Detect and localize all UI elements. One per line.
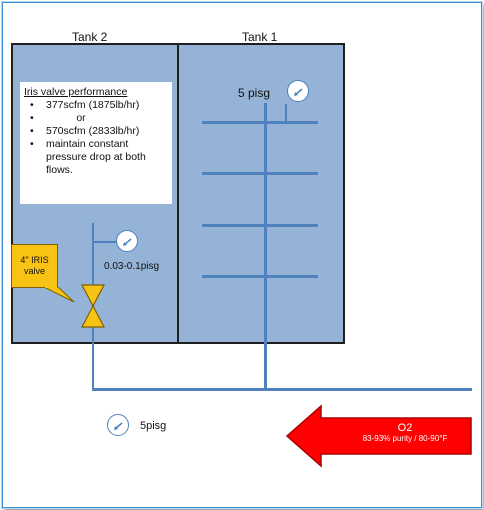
distributor-branch-1 <box>202 121 318 124</box>
tank2-gauge-tap <box>92 241 117 243</box>
tank1-pressure-label: 5 pisg <box>238 86 271 100</box>
performance-heading: Iris valve performance <box>24 86 128 98</box>
distributor-branch-4 <box>202 275 318 278</box>
performance-item: 570scfm (2833lb/hr) <box>24 125 168 138</box>
butterfly-valve-icon <box>81 284 105 328</box>
tank2-pressure-label: 0.03-0.1pisg <box>104 261 160 272</box>
callout-pointer <box>43 287 75 303</box>
pressure-gauge-icon <box>116 230 138 252</box>
callout-line2: valve <box>23 266 45 276</box>
pressure-gauge-icon <box>287 80 309 102</box>
tank1-label: Tank 1 <box>242 30 278 44</box>
performance-or: or <box>24 112 168 125</box>
distributor-branch-2 <box>202 172 318 175</box>
header-to-tank1-pipe <box>264 344 267 390</box>
o2-inlet-arrow <box>285 404 472 468</box>
o2-arrow-text: O2 83-93% purity / 80-90°F <box>325 422 484 443</box>
performance-item: 377scfm (1875lb/hr) <box>24 99 168 112</box>
tank1-gauge-tap <box>285 104 287 122</box>
performance-or-text: or <box>76 112 86 124</box>
valve-performance-box: Iris valve performance 377scfm (1875lb/h… <box>20 82 172 204</box>
o2-title: O2 <box>397 422 413 434</box>
tank1-riser-pipe <box>264 103 267 390</box>
tank-1 <box>177 43 345 344</box>
performance-item: maintain constant pressure drop at both … <box>24 138 168 177</box>
inlet-pressure-label: 5pisg <box>140 420 167 432</box>
o2-subtitle: 83-93% purity / 80-90°F <box>362 434 448 443</box>
iris-valve-callout: 4" IRIS valve <box>11 244 58 288</box>
main-header-pipe <box>92 388 472 391</box>
pressure-gauge-icon <box>107 414 129 436</box>
tank2-label: Tank 2 <box>72 30 108 44</box>
callout-line1: 4" IRIS <box>20 255 49 265</box>
distributor-branch-3 <box>202 224 318 227</box>
